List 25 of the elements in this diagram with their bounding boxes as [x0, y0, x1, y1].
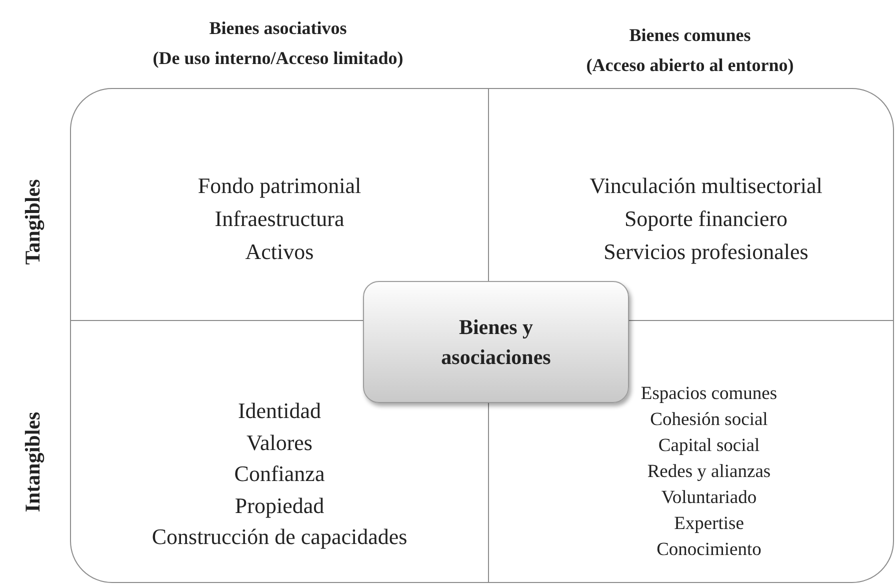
column-heading: Bienes comunes (Acceso abierto al entorno) — [585, 24, 795, 77]
row-heading: Intangibles — [20, 412, 46, 512]
list-item: Confianza — [233, 460, 326, 488]
list-item: Propiedad — [234, 492, 326, 520]
list-item: Voluntariado — [660, 487, 758, 510]
column-heading: Bienes asociativos (De uso interno/Acceso limitado) — [152, 17, 404, 70]
list-item: Soporte financiero — [623, 205, 789, 233]
center-title: Bienes y asociaciones — [440, 314, 552, 371]
center-box — [363, 281, 629, 403]
list-item: Infraestructura — [214, 205, 346, 233]
list-item: Capital social — [657, 435, 761, 458]
list-item: Construcción de capacidades — [150, 523, 408, 551]
matrix-frame — [70, 88, 894, 583]
list-item: Conocimiento — [656, 539, 762, 562]
list-item: Fondo patrimonial — [196, 172, 362, 200]
list-item: Redes y alianzas — [646, 461, 772, 484]
list-item: Expertise — [673, 513, 745, 536]
list-item: Valores — [246, 428, 314, 456]
list-item: Espacios comunes — [640, 383, 778, 406]
list-item: Identidad — [236, 397, 322, 425]
list-item: Activos — [244, 238, 315, 266]
list-item: Servicios profesionales — [602, 238, 810, 266]
list-item: Vinculación multisectorial — [588, 172, 824, 200]
row-heading: Tangibles — [20, 179, 46, 265]
list-item: Cohesión social — [649, 409, 769, 432]
